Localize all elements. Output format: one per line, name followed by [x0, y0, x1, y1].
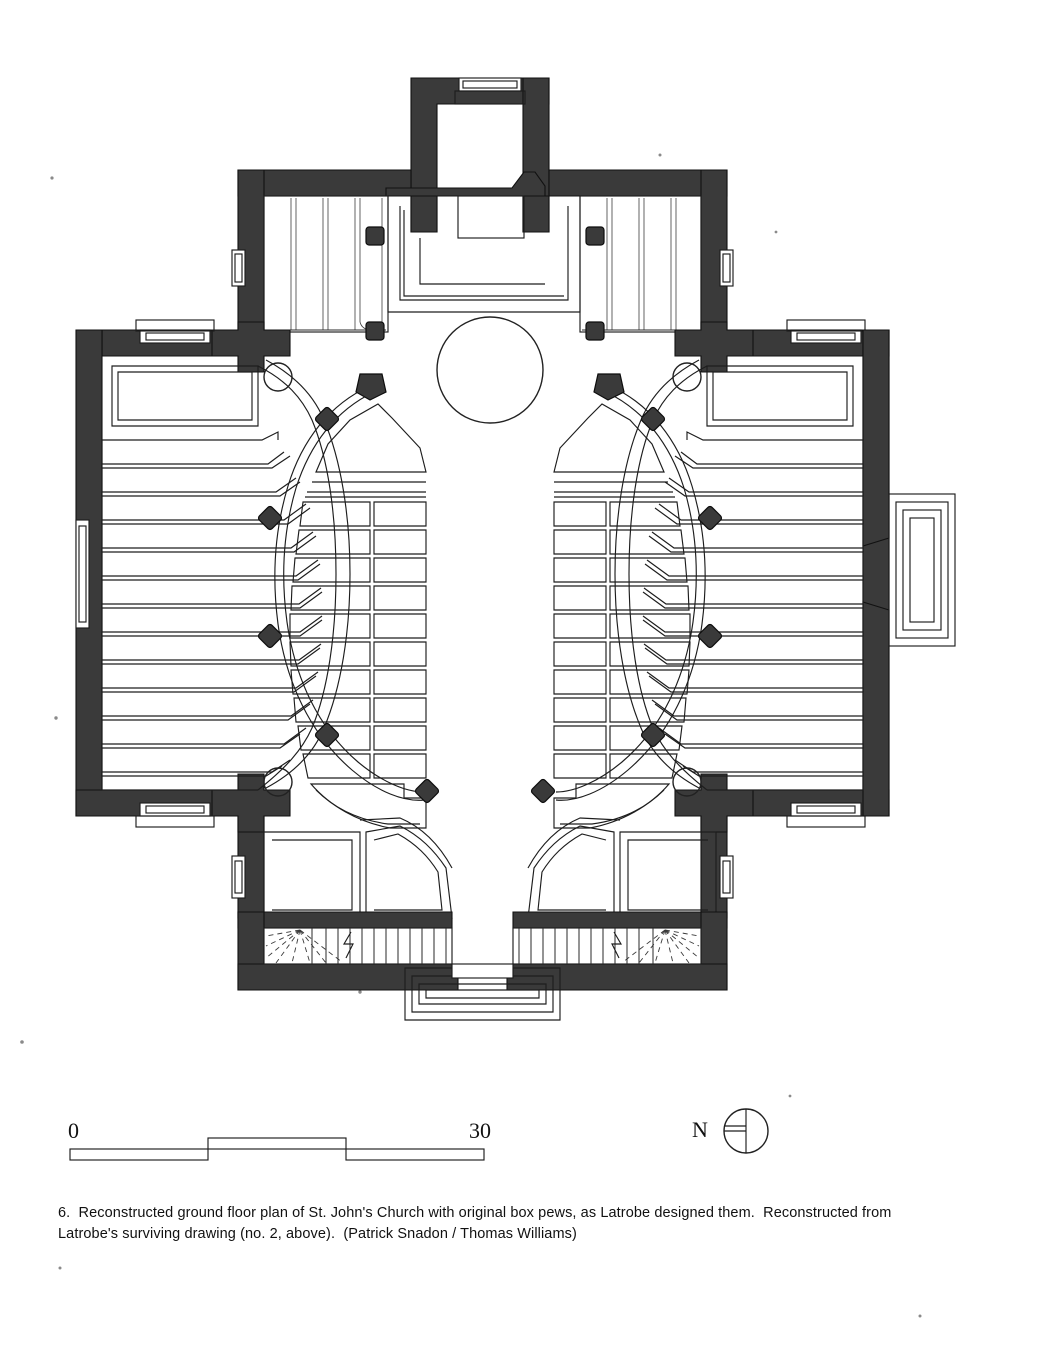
stair-east-treads [518, 928, 616, 964]
window-north-east [719, 249, 734, 287]
north-arrow-graphic [723, 1108, 769, 1154]
window-vestibule-east [719, 855, 734, 899]
vestibule-pews-east [527, 817, 717, 919]
nave-pew-rows-east-inner [609, 501, 691, 779]
column-nw [263, 362, 293, 392]
scale-bar-start-label: 0 [68, 1118, 79, 1143]
altar-pulpit-platform [385, 171, 581, 313]
central-dome-circle [436, 316, 544, 424]
stair-east-winders [622, 928, 700, 964]
scale-bar-graphic [69, 1137, 485, 1161]
chancel-pews-west [263, 195, 389, 333]
pier-chancel-east-lower [585, 321, 605, 341]
column-se [672, 767, 702, 797]
cross-pier-se [674, 773, 754, 833]
pier-ellipse-e-4 [640, 722, 666, 748]
ellipse-piers [257, 373, 723, 804]
corner-columns [263, 362, 702, 797]
pier-chancel-west-lower [365, 321, 385, 341]
window-south-wing-east [790, 802, 862, 817]
north-wall-band [237, 169, 728, 331]
pier-ellipse-e-2 [697, 505, 723, 531]
pier-ellipse-w-4 [314, 722, 340, 748]
window-vestibule-west [231, 855, 246, 899]
window-north-wing-west [139, 329, 211, 344]
window-south-wing-west [139, 802, 211, 817]
nave-pew-rows-west-aisle [373, 501, 427, 779]
stair-west-treads [349, 928, 447, 964]
north-side-windows [231, 249, 734, 287]
central-nave-ellipse [274, 385, 706, 801]
window-north-west [231, 249, 246, 287]
caption-line-1: 6. Reconstructed ground floor plan of St… [58, 1205, 892, 1221]
nave-pews-west [289, 403, 427, 829]
pier-ellipse-e-5 [530, 778, 556, 804]
stair-west [237, 911, 459, 991]
column-ne [672, 362, 702, 392]
pier-ellipse-w-3 [257, 623, 283, 649]
east-aisle-box-pews [614, 359, 864, 791]
cross-pier-sw [211, 773, 291, 833]
nave-pews-east [553, 403, 691, 829]
east-porch-steps [862, 329, 956, 817]
pier-ellipse-w-5 [414, 778, 440, 804]
stair-east [506, 911, 728, 991]
vestibule-pews-west [263, 817, 453, 919]
north-arrow-label: N [692, 1117, 708, 1142]
cross-pier-ne [674, 321, 754, 373]
nave-pew-rows-east-aisle [553, 501, 607, 779]
pier-ellipse-w-2 [257, 505, 283, 531]
scale-bar-end-label: 30 [469, 1118, 491, 1143]
main-outer-walls [75, 329, 890, 919]
pier-ellipse-e-1 [640, 406, 666, 432]
pier-ellipse-w-1 [314, 406, 340, 432]
pier-ellipse-e-3 [697, 623, 723, 649]
pier-ellipse-ne-top [593, 373, 625, 401]
pier-chancel-east-upper [585, 226, 605, 246]
column-sw [263, 767, 293, 797]
south-porch-steps [404, 963, 561, 1021]
west-aisle-box-pews [101, 359, 351, 791]
chancel-piers [365, 226, 605, 341]
window-north-wing-east [790, 329, 862, 344]
figure-caption: 6. Reconstructed ground floor plan of St… [58, 1203, 963, 1245]
caption-line-2: Latrobe's surviving drawing (no. 2, abov… [58, 1226, 577, 1243]
outer-wall-windows [75, 319, 866, 899]
pier-ellipse-nw-top [355, 373, 387, 401]
window-apse-north [458, 77, 522, 92]
stair-west-winders [265, 928, 343, 964]
chancel-pews-east [579, 195, 702, 333]
pier-chancel-west-upper [365, 226, 385, 246]
cross-pier-nw [211, 321, 291, 373]
nave-pew-rows-west-inner [289, 501, 371, 779]
window-west-main [75, 519, 90, 629]
